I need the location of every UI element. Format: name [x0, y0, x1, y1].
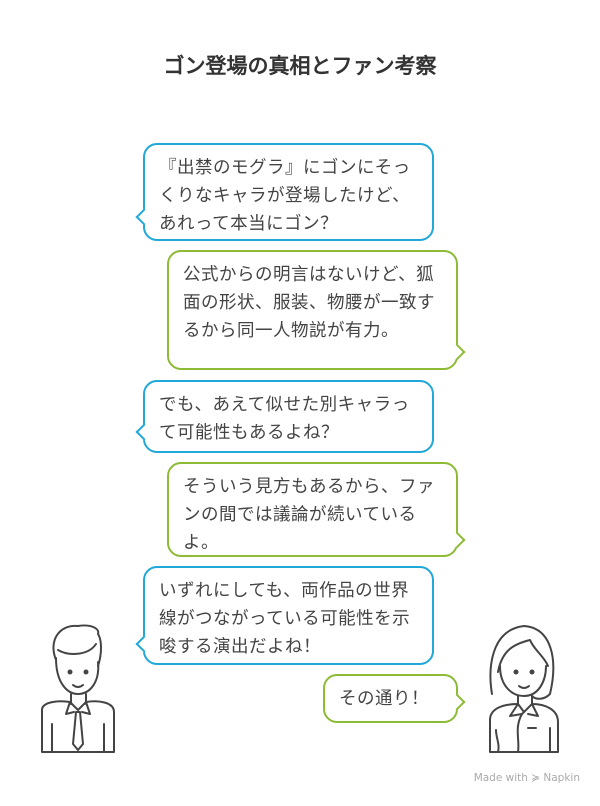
- speech-bubble-woman-2: そういう見方もあるから、ファンの間では議論が続いているよ。: [167, 462, 458, 557]
- speech-bubble-woman-3: その通り！: [323, 674, 458, 723]
- woman-character-icon: [489, 625, 559, 753]
- napkin-credit: Made with ≽ Napkin: [473, 772, 580, 784]
- speech-bubble-man-3: いずれにしても、両作品の世界線がつながっている可能性を示唆する演出だよね！: [143, 566, 434, 665]
- man-character-icon: [41, 624, 115, 753]
- speech-bubble-man-2: でも、あえて似せた別キャラって可能性もあるよね？: [143, 380, 434, 453]
- page-title: ゴン登場の真相とファン考察: [163, 54, 437, 78]
- speech-bubble-man-1: 『出禁のモグラ』にゴンにそっくりなキャラが登場したけど、あれって本当にゴン？: [143, 143, 434, 241]
- speech-bubble-woman-1: 公式からの明言はないけど、狐面の形状、服装、物腰が一致するから同一人物説が有力。: [167, 250, 458, 370]
